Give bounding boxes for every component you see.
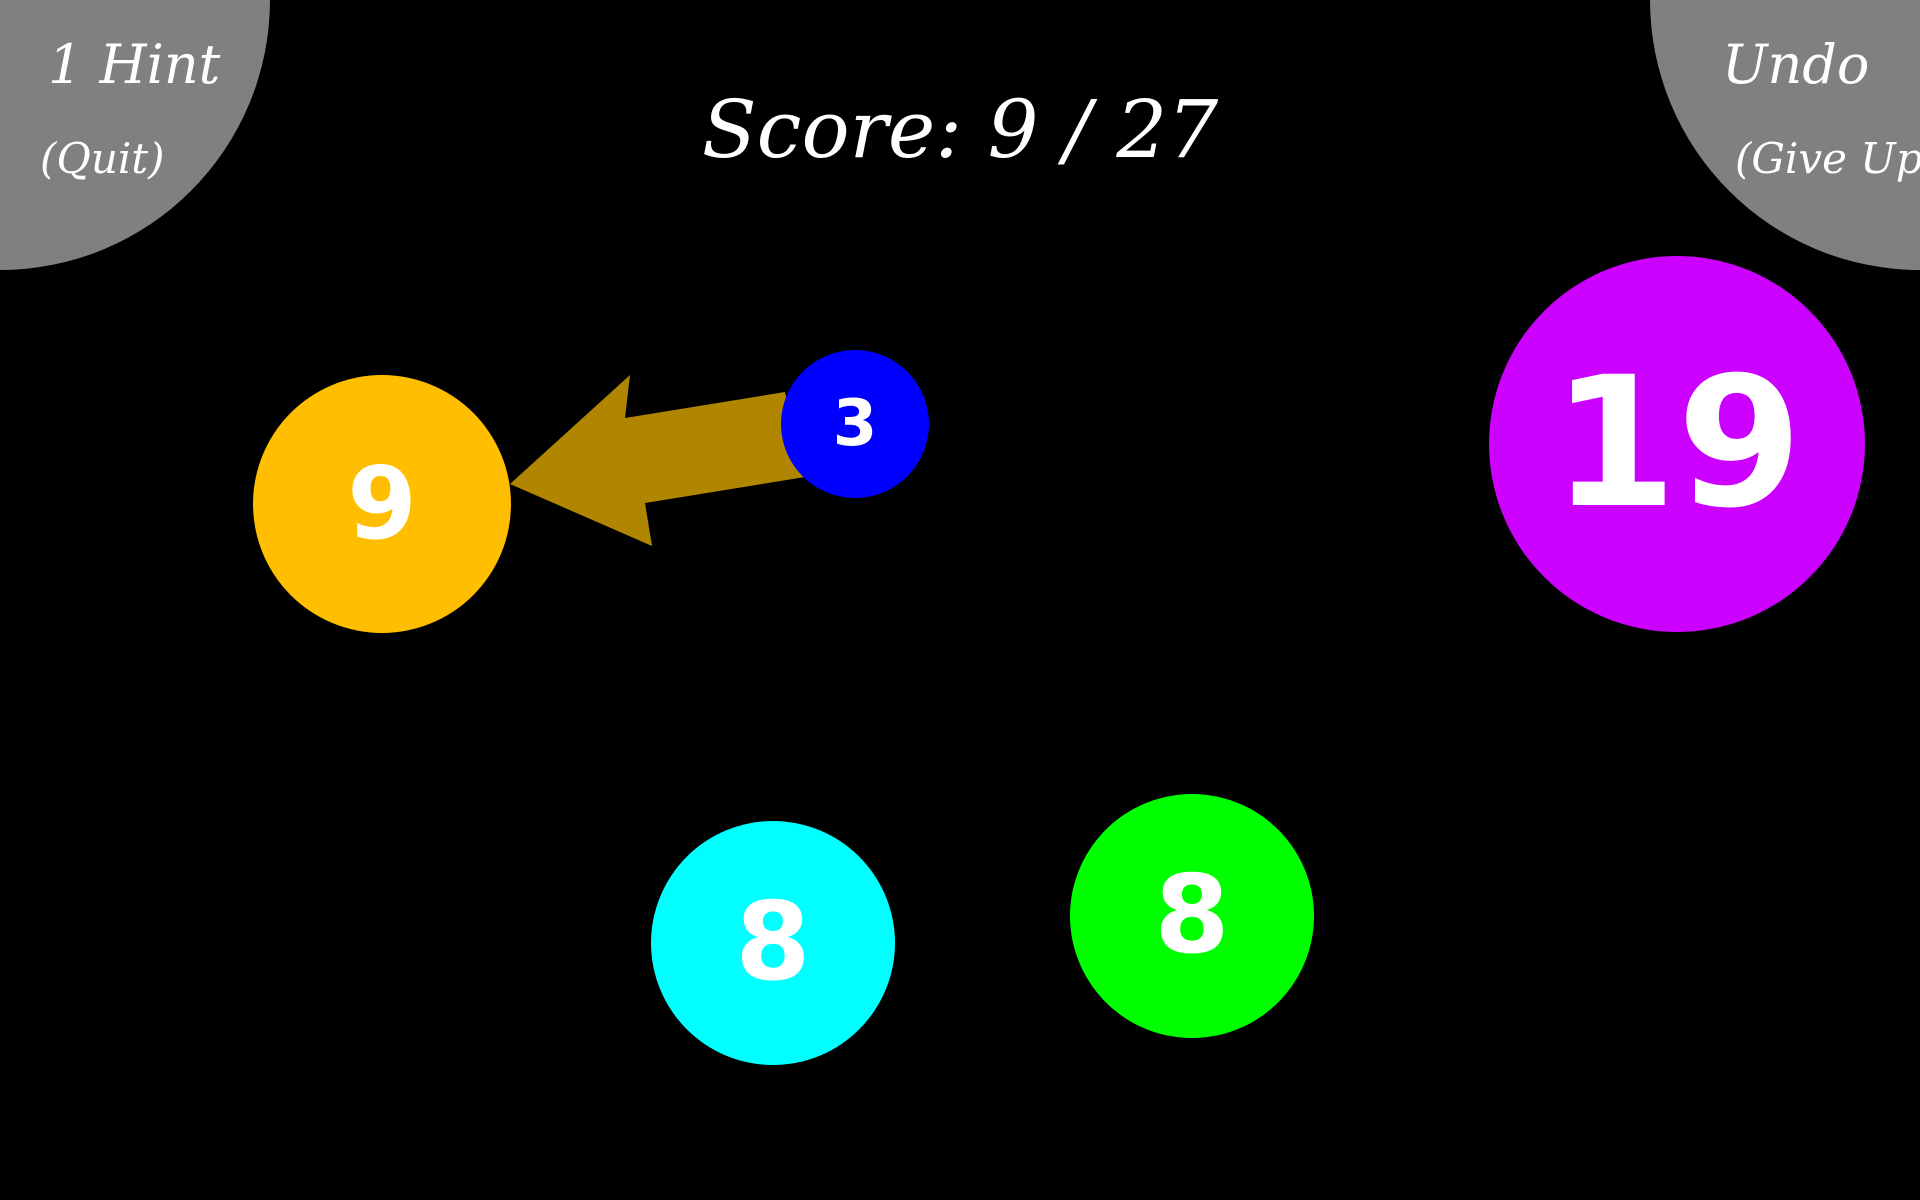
score-display: Score: 9 / 27 [701,83,1219,176]
undo-label[interactable]: Undo [1722,33,1870,96]
ball-8-green-value: 8 [1154,853,1230,978]
ball-19[interactable]: 19 [1489,256,1865,632]
ball-3-value: 3 [832,387,878,461]
hint-arrow-shape [510,375,805,546]
ball-3[interactable]: 3 [781,350,929,498]
ball-8-green[interactable]: 8 [1070,794,1314,1038]
give-up-label[interactable]: (Give Up) [1735,134,1920,183]
ball-9-value: 9 [347,445,417,562]
ball-8-cyan-value: 8 [735,880,811,1005]
ball-19-value: 19 [1551,339,1803,548]
hint-label[interactable]: 1 Hint [48,33,221,96]
quit-label[interactable]: (Quit) [40,134,165,183]
ball-9[interactable]: 9 [253,375,511,633]
ball-8-cyan[interactable]: 8 [651,821,895,1065]
